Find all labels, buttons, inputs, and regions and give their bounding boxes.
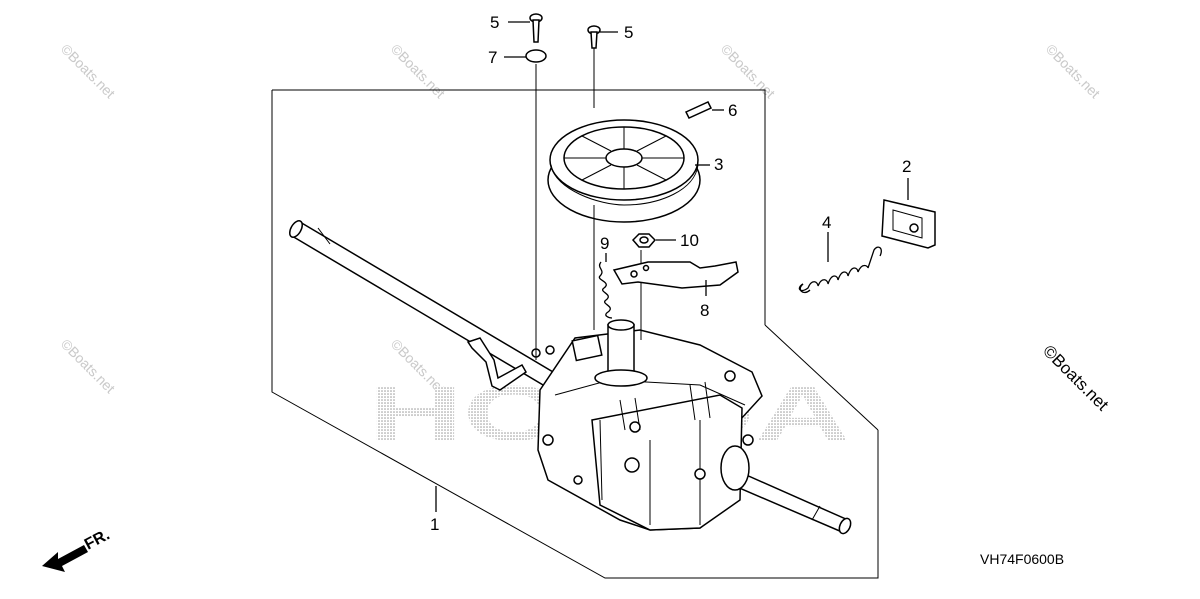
bolt-left	[529, 13, 543, 43]
callouts: 5 5 7 6 3 2 4 9 10 8 1	[430, 13, 911, 534]
shift-rod	[466, 337, 527, 391]
callout-4: 4	[822, 213, 831, 232]
input-shaft	[594, 319, 648, 387]
watermark-1: ©Boats.net	[58, 41, 119, 102]
watermark-3: ©Boats.net	[718, 41, 779, 102]
callout-10: 10	[680, 231, 699, 250]
copyright-text: ©Boats.net	[1039, 341, 1112, 414]
leader-lines	[435, 21, 909, 512]
callout-3: 3	[714, 155, 723, 174]
callout-5-right: 5	[624, 23, 633, 42]
front-direction-arrow: FR.	[42, 526, 113, 572]
bolt-right	[587, 25, 601, 49]
watermark-2: ©Boats.net	[388, 41, 449, 102]
drawing-code: VH74F0600B	[980, 551, 1064, 567]
callout-9: 9	[600, 234, 609, 253]
callout-7: 7	[488, 48, 497, 67]
watermark-4: ©Boats.net	[1043, 41, 1104, 102]
pin	[684, 101, 713, 119]
callout-5-left: 5	[490, 13, 499, 32]
callout-8: 8	[700, 301, 709, 320]
callout-1: 1	[430, 515, 439, 534]
assembly-boundary-lower	[271, 90, 879, 579]
spring-small	[598, 261, 613, 319]
spring-large	[798, 246, 882, 292]
bracket	[881, 199, 936, 249]
callout-6: 6	[728, 101, 737, 120]
pulley	[547, 119, 701, 223]
washer	[525, 49, 547, 63]
callout-2: 2	[902, 157, 911, 176]
transmission-housing	[531, 329, 763, 531]
assembly-boundary	[272, 89, 766, 325]
nut	[631, 233, 657, 248]
watermark-5: ©Boats.net	[58, 336, 119, 397]
